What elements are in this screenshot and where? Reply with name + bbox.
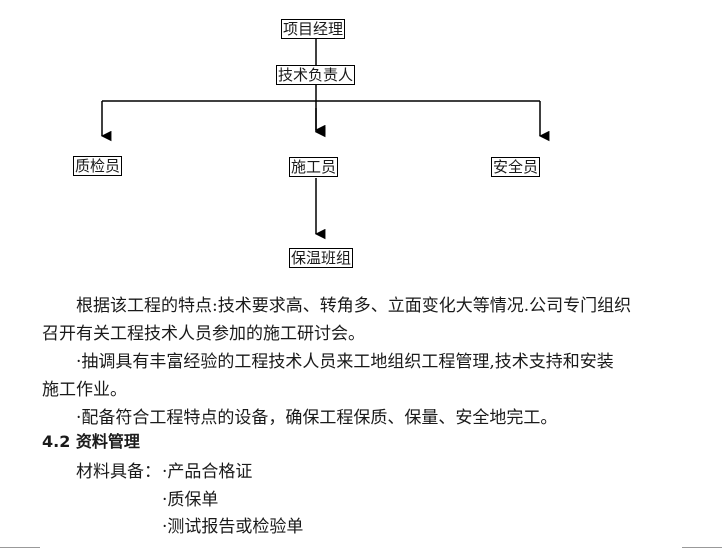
materials-label: 材料具备：	[76, 462, 161, 482]
org-node-safety-officer: 安全员	[491, 157, 541, 177]
para2-line1: ·抽调具有丰富经验的工程技术人员来工地组织工程管理,技术支持和安装	[76, 352, 614, 372]
para2-line2: 施工作业。	[42, 380, 127, 400]
para1-line2: 召开有关工程技术人员参加的施工研讨会。	[42, 324, 365, 344]
top-cut-text: · · · · ·	[100, 0, 146, 7]
materials-item-2: ·质保单	[162, 490, 219, 510]
materials-item-3: ·测试报告或检验单	[162, 517, 304, 537]
section-heading: 4.2 资料管理	[42, 432, 140, 451]
para3: ·配备符合工程特点的设备，确保工程保质、保量、安全地完工。	[76, 408, 558, 428]
org-chart-connectors	[100, 38, 550, 240]
para1-line1: 根据该工程的特点:技术要求高、转角多、立面变化大等情况.公司专门组织	[76, 296, 632, 316]
org-node-quality-inspector: 质检员	[73, 156, 123, 176]
org-node-insulation-team: 保温班组	[289, 248, 354, 268]
org-node-technical-lead: 技术负责人	[276, 65, 356, 85]
materials-item-1: ·产品合格证	[162, 462, 253, 482]
bottom-rule-right	[682, 547, 722, 548]
org-node-construction-worker: 施工员	[289, 157, 339, 177]
bottom-rule-left	[0, 547, 40, 548]
org-node-project-manager: 项目经理	[281, 19, 346, 39]
